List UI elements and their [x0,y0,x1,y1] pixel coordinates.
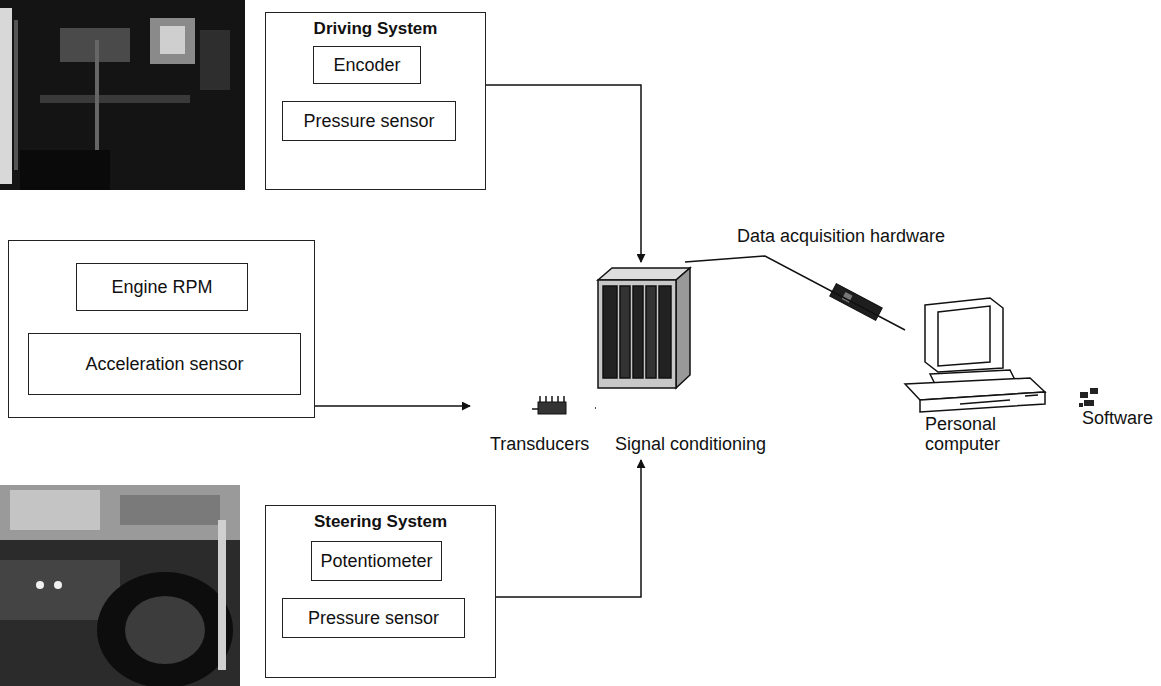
personal-computer-node: Personal computer [905,290,1040,460]
steering-photo [125,596,205,664]
transducers-node: Transducers [470,396,596,460]
transducer-icon [538,402,566,414]
engine-group-box: Engine RPM Acceleration sensor [8,240,315,418]
arrow-connector [496,460,641,597]
steering-photo [0,485,240,686]
driving-photo [160,26,185,54]
group-heading: Steering System [266,512,495,532]
personal-computer-icon [938,306,990,366]
signal-conditioning-rack [598,268,690,388]
signal-conditioning-rack [659,286,671,378]
software-label: Software [1080,408,1155,429]
transducer-icon [532,408,538,410]
software-icon [1079,403,1083,407]
steering-photo [36,581,44,589]
personal-computer-icon [905,298,1045,412]
node-label: Pressure sensor [308,608,439,629]
driving-photo [0,8,12,184]
driving-photo [0,0,245,190]
signal-conditioning-rack [646,286,656,378]
signal-conditioning-rack [620,286,630,378]
personal-computer-icon [1025,395,1038,396]
arrow-connector [486,85,641,262]
steering-photo [54,581,62,589]
steering-photo [120,495,220,525]
node-label: Engine RPM [111,277,212,298]
node-label: Transducers [490,434,589,455]
software-icon [1079,388,1098,407]
group-heading: Driving System [266,19,485,39]
software-icon [1084,400,1094,406]
edge-label: Data acquisition hardware [735,226,947,247]
node-label: Potentiometer [320,551,432,572]
software-icon [1090,388,1098,394]
software-icon [1080,392,1088,398]
signal-conditioning-node: Signal conditioning [595,262,785,460]
sensor-box: Pressure sensor [282,598,465,638]
signal-conditioning-rack [598,280,676,388]
node-label: Pressure sensor [303,111,434,132]
sensor-box: Pressure sensor [282,101,456,141]
transducer-icon [557,396,559,402]
daq-plug [830,284,882,321]
system-group-box: Driving SystemEncoderPressure sensor [265,12,486,190]
steering-photo [0,485,240,540]
cable-connector [685,256,905,330]
signal-conditioning-rack [676,268,690,388]
transducer-icon [563,396,565,402]
arrow-connector [315,405,470,407]
sensor-box: Encoder [313,46,421,84]
steering-photo [10,490,100,530]
steering-photo [97,572,233,686]
transducer-icon [539,396,541,402]
driving-photo [0,0,245,190]
node-label: Signal conditioning [615,434,766,455]
transducer-icon [532,396,566,414]
sensor-box: Potentiometer [311,541,442,581]
driving-photo [40,95,190,103]
signal-conditioning-rack [633,286,643,378]
personal-computer-icon [920,392,1045,412]
transducer-icon [545,396,547,402]
sensor-box: Engine RPM [76,263,248,311]
arrow-connector [595,407,596,409]
personal-computer-icon [925,298,1003,372]
driving-photo [20,150,110,190]
driving-photo [200,30,230,90]
driving-photo [150,18,195,64]
personal-computer-icon [960,400,1010,404]
driving-photo [14,20,18,170]
node-label: Acceleration sensor [85,354,243,375]
steering-photo [218,520,226,670]
node-label: Encoder [333,55,400,76]
node-label: Personal computer [925,414,1025,455]
signal-conditioning-rack [598,268,690,280]
daq-plug [830,284,882,321]
sensor-box: Acceleration sensor [28,333,301,395]
transducer-icon [551,396,553,402]
system-group-box: Steering SystemPotentiometerPressure sen… [265,505,496,678]
signal-conditioning-rack [603,286,617,378]
